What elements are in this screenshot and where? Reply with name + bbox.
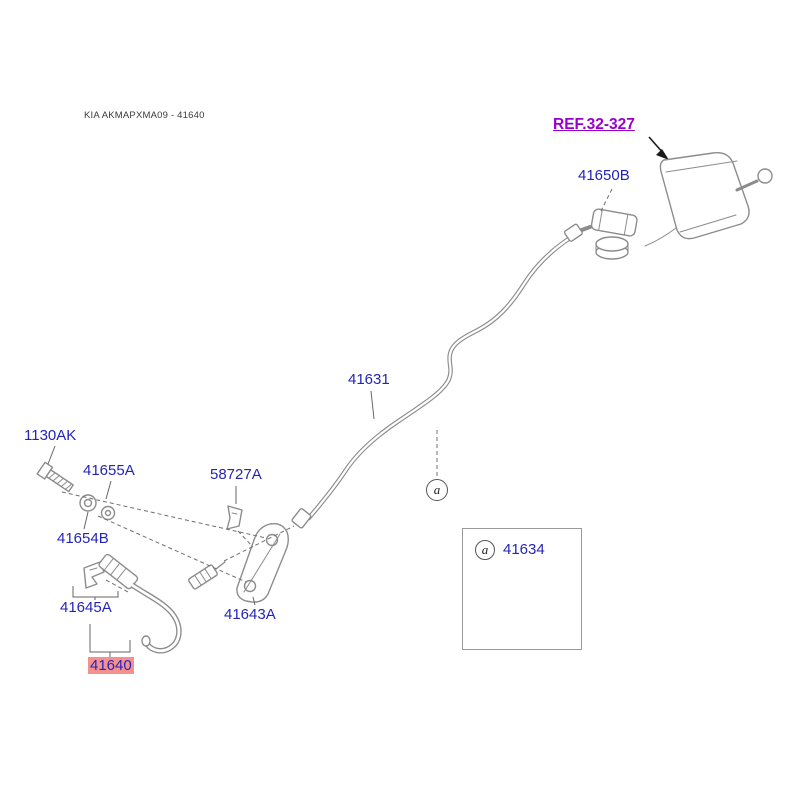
catalog-code: KIA AKMAPXMA09 - 41640 [84, 110, 205, 121]
assembly-dashed-lines [61, 188, 613, 593]
master-cylinder-drawing [577, 152, 773, 260]
part-label-41631[interactable]: 41631 [348, 371, 390, 388]
part-label-58727A[interactable]: 58727A [210, 466, 262, 483]
washer-grommet-drawing [79, 494, 116, 521]
legend-box: a 41634 [462, 528, 582, 650]
ref-link[interactable]: REF.32-327 [553, 116, 635, 133]
part-label-41640-highlighted[interactable]: 41640 [88, 657, 134, 674]
bolt-drawing [36, 461, 74, 493]
clip-58727A-drawing [226, 505, 243, 530]
part-label-41650B[interactable]: 41650B [578, 167, 630, 184]
part-label-41655A[interactable]: 41655A [83, 462, 135, 479]
part-label-1130AK[interactable]: 1130AK [24, 427, 77, 444]
ref-arrow-icon [648, 136, 669, 160]
bracket-drawing [236, 522, 289, 603]
callout-a-badge: a [426, 479, 448, 501]
clutch-tube-drawing [291, 223, 583, 529]
part-label-41643A[interactable]: 41643A [224, 606, 276, 623]
part-label-41654B[interactable]: 41654B [57, 530, 109, 547]
leader-lines [47, 390, 375, 657]
legend-part-label-41634[interactable]: 41634 [503, 541, 545, 558]
hose-drawing [98, 553, 226, 654]
legend-callout-a-badge: a [475, 540, 495, 560]
part-label-41645A[interactable]: 41645A [60, 599, 112, 616]
